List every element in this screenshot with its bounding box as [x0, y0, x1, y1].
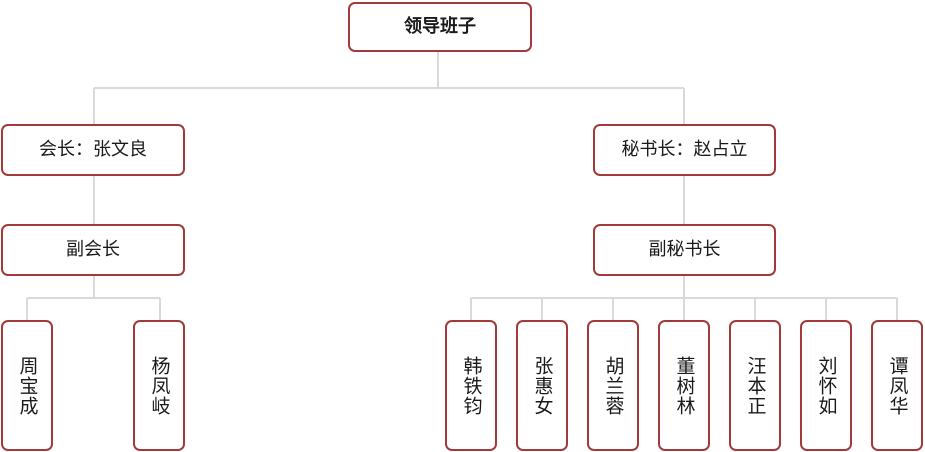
root-label: 领导班子: [404, 16, 476, 37]
deputy-secretary-label: 副秘书长: [648, 239, 721, 260]
president-label: 会长：张文良: [39, 139, 147, 160]
member-label: 刘怀如: [815, 355, 838, 416]
member-node[interactable]: 杨凤岐: [133, 320, 185, 451]
vice-president-label: 副会长: [66, 239, 120, 260]
member-label: 谭凤华: [886, 355, 909, 416]
member-label: 周宝成: [16, 355, 39, 416]
member-node[interactable]: 刘怀如: [800, 320, 852, 451]
member-label: 张惠女: [531, 355, 554, 416]
member-node[interactable]: 董树林: [658, 320, 710, 451]
member-label: 董树林: [673, 355, 696, 416]
member-node[interactable]: 韩铁钧: [445, 320, 497, 451]
member-node[interactable]: 谭凤华: [871, 320, 923, 451]
member-label: 胡兰蓉: [602, 355, 625, 416]
deputy-secretary-node[interactable]: 副秘书长: [593, 224, 776, 276]
root-node[interactable]: 领导班子: [348, 2, 532, 52]
member-node[interactable]: 张惠女: [516, 320, 568, 451]
secretary-general-node[interactable]: 秘书长：赵占立: [593, 124, 776, 176]
member-label: 韩铁钧: [460, 355, 483, 416]
vice-president-node[interactable]: 副会长: [1, 224, 185, 276]
member-node[interactable]: 周宝成: [1, 320, 53, 451]
member-node[interactable]: 汪本正: [729, 320, 781, 451]
member-label: 汪本正: [744, 355, 767, 416]
president-node[interactable]: 会长：张文良: [1, 124, 185, 176]
secretary-general-label: 秘书长：赵占立: [621, 139, 748, 160]
member-label: 杨凤岐: [148, 355, 171, 416]
member-node[interactable]: 胡兰蓉: [587, 320, 639, 451]
